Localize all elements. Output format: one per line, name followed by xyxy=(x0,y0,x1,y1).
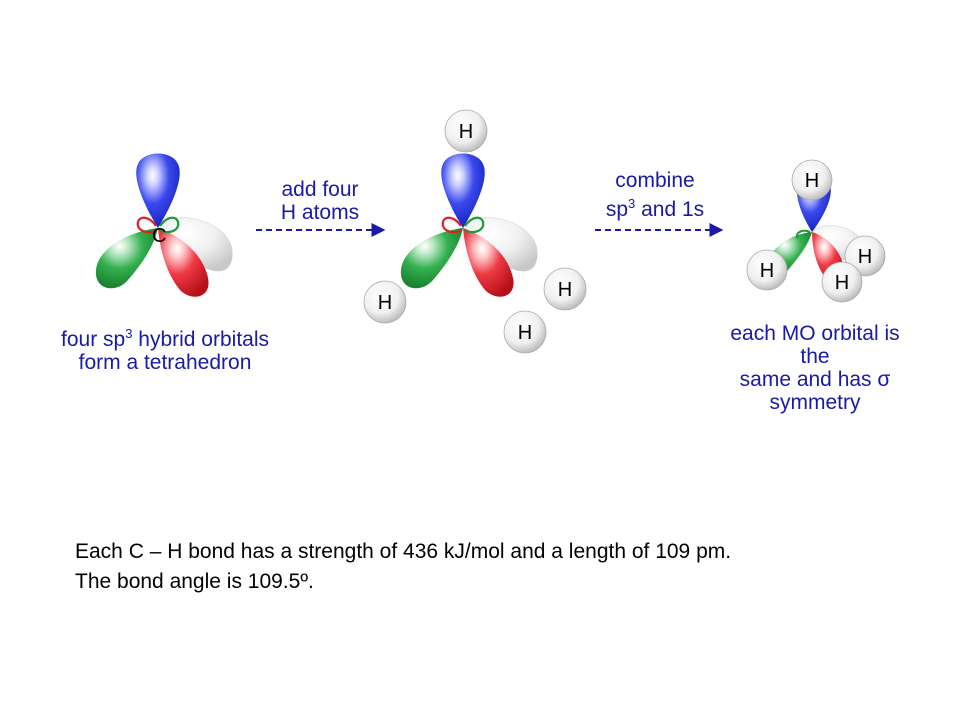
mo-hydrogen-top: H xyxy=(791,159,833,201)
svg-text:H: H xyxy=(805,170,819,192)
sp3-orbital-set-left: C xyxy=(95,153,233,297)
bond-facts-line-1: Each C – H bond has a strength of 436 kJ… xyxy=(75,540,732,563)
bond-facts-line-2: The bond angle is 109.5º. xyxy=(75,570,314,593)
svg-text:H: H xyxy=(378,292,392,314)
arrow-1-label: add four H atoms xyxy=(280,178,360,224)
mo-hydrogen-bottom: H xyxy=(821,261,863,303)
orbital-lobe-blue xyxy=(441,153,485,228)
hydrogen-atom-left: H xyxy=(363,280,407,324)
hydrogen-atom-bottom: H xyxy=(503,310,547,354)
mo-hydrogen-left: H xyxy=(746,249,788,291)
orbital-ring-red xyxy=(441,216,462,234)
bond-facts-text: Each C – H bond has a strength of 436 kJ… xyxy=(75,537,731,597)
orbital-lobe-blue xyxy=(136,153,180,228)
svg-text:H: H xyxy=(835,272,849,294)
svg-text:H: H xyxy=(459,121,473,143)
sp3-orbital-set-middle xyxy=(400,153,538,297)
caption-left-line-1: four sp3 hybrid orbitals xyxy=(61,326,269,351)
orbital-ring-green xyxy=(464,216,485,234)
mo-ring-green xyxy=(796,229,811,239)
svg-text:H: H xyxy=(518,322,532,344)
orbital-lobe-green xyxy=(95,228,158,289)
mo-hydrogen-right: H xyxy=(844,235,886,277)
hydrogen-atom-top: H xyxy=(444,109,488,153)
svg-text:H: H xyxy=(858,246,872,268)
caption-left: four sp3 hybrid orbitals form a tetrahed… xyxy=(20,322,310,374)
orbital-lobe-red xyxy=(463,228,514,297)
svg-text:H: H xyxy=(558,279,572,301)
arrow-2-label: combine sp3 and 1s xyxy=(605,169,705,221)
orbital-lobe-red xyxy=(158,228,209,297)
caption-left-line-2: form a tetrahedron xyxy=(78,351,252,374)
orbital-ring-red xyxy=(136,216,157,234)
caption-right: each MO orbital is the same and has σ sy… xyxy=(730,322,900,414)
svg-text:H: H xyxy=(760,260,774,282)
hydrogen-atom-right: H xyxy=(543,267,587,311)
orbital-ring-green xyxy=(159,216,180,234)
orbital-lobe-green xyxy=(400,228,463,289)
carbon-atom-label: C xyxy=(152,225,166,247)
